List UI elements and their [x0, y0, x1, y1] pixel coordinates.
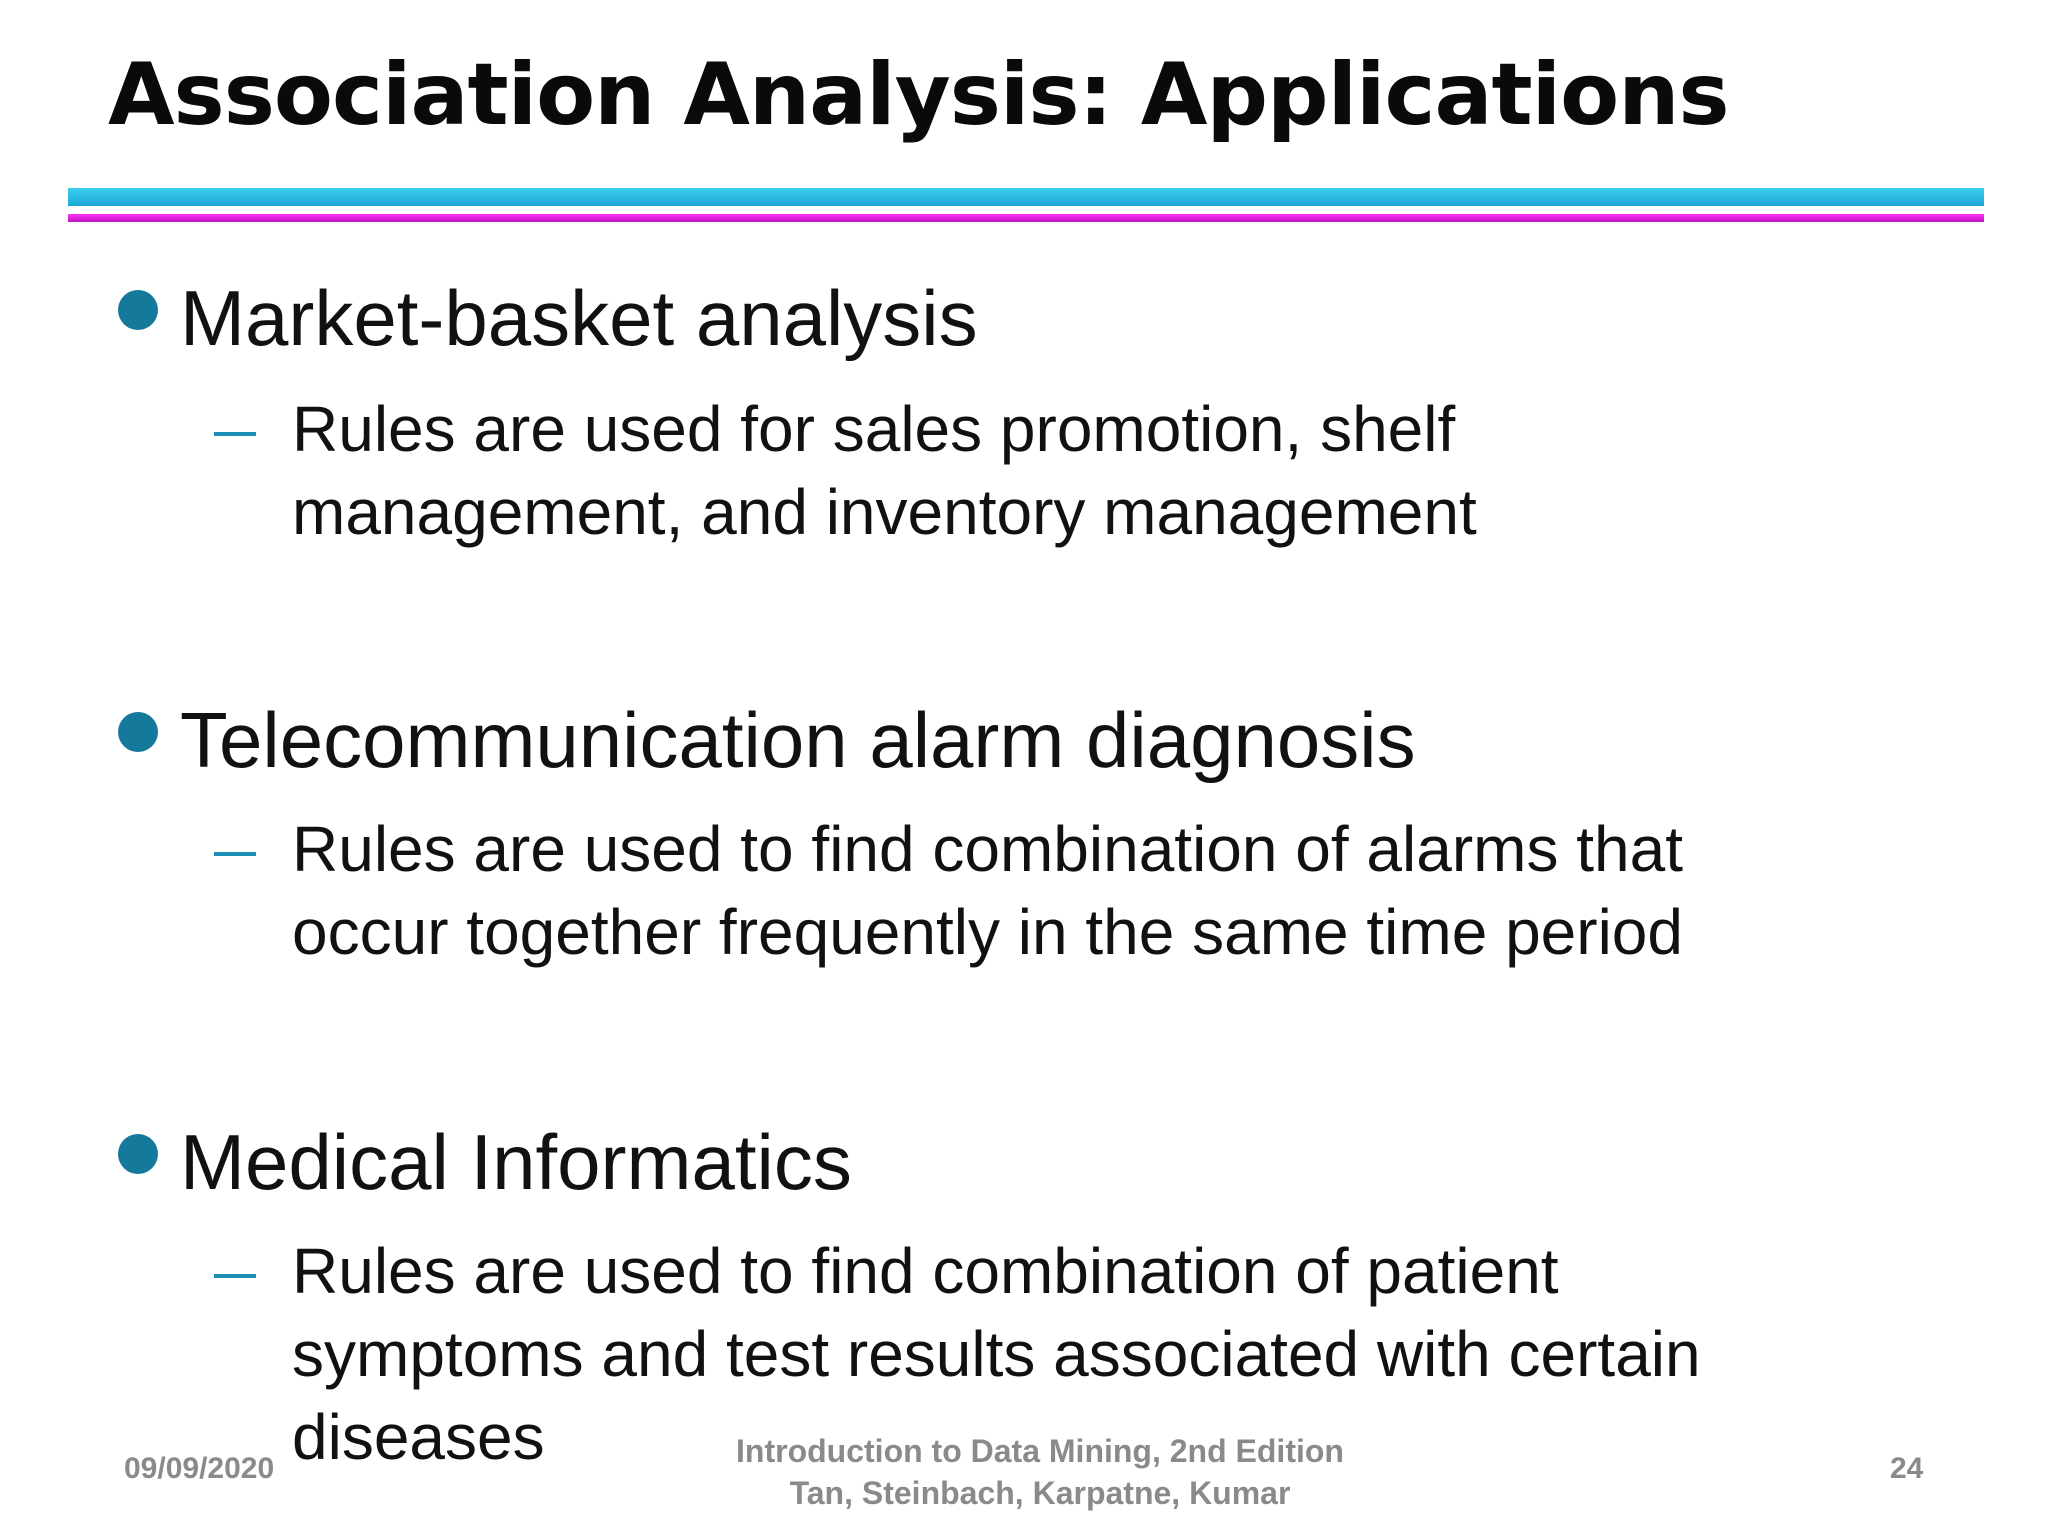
footer-authors: Tan, Steinbach, Karpatne, Kumar	[789, 1475, 1291, 1511]
footer-book-title: Introduction to Data Mining, 2nd Edition	[736, 1433, 1344, 1469]
sub-bullet-line: occur together frequently in the same ti…	[292, 896, 1683, 968]
sub-bullet-line: management, and inventory management	[292, 476, 1477, 548]
footer-book-credit: Introduction to Data Mining, 2nd Edition…	[640, 1430, 1440, 1514]
footer-page-number: 24	[1890, 1452, 1924, 1485]
sub-bullet-line: Rules are used for sales promotion, shel…	[292, 393, 1456, 465]
footer-date: 09/09/2020	[124, 1452, 275, 1485]
bullet-heading: Telecommunication alarm diagnosis	[180, 696, 1416, 784]
sub-bullet-line: symptoms and test results associated wit…	[292, 1318, 1701, 1390]
bullet-heading: Medical Informatics	[180, 1118, 852, 1206]
dash-icon	[214, 432, 256, 436]
sub-bullet-line: diseases	[292, 1401, 545, 1473]
bullet-dot-icon	[118, 712, 158, 752]
bullet-heading: Market-basket analysis	[180, 274, 978, 362]
sub-bullet-line: Rules are used to find combination of pa…	[292, 1235, 1559, 1307]
bullet-dot-icon	[118, 290, 158, 330]
bullet-dot-icon	[118, 1134, 158, 1174]
slide-title: Association Analysis: Applications	[108, 45, 1730, 145]
title-underline-cyan	[68, 188, 1984, 206]
title-underline-magenta	[68, 214, 1984, 222]
sub-bullet-line: Rules are used to find combination of al…	[292, 813, 1683, 885]
dash-icon	[214, 852, 256, 856]
dash-icon	[214, 1274, 256, 1278]
